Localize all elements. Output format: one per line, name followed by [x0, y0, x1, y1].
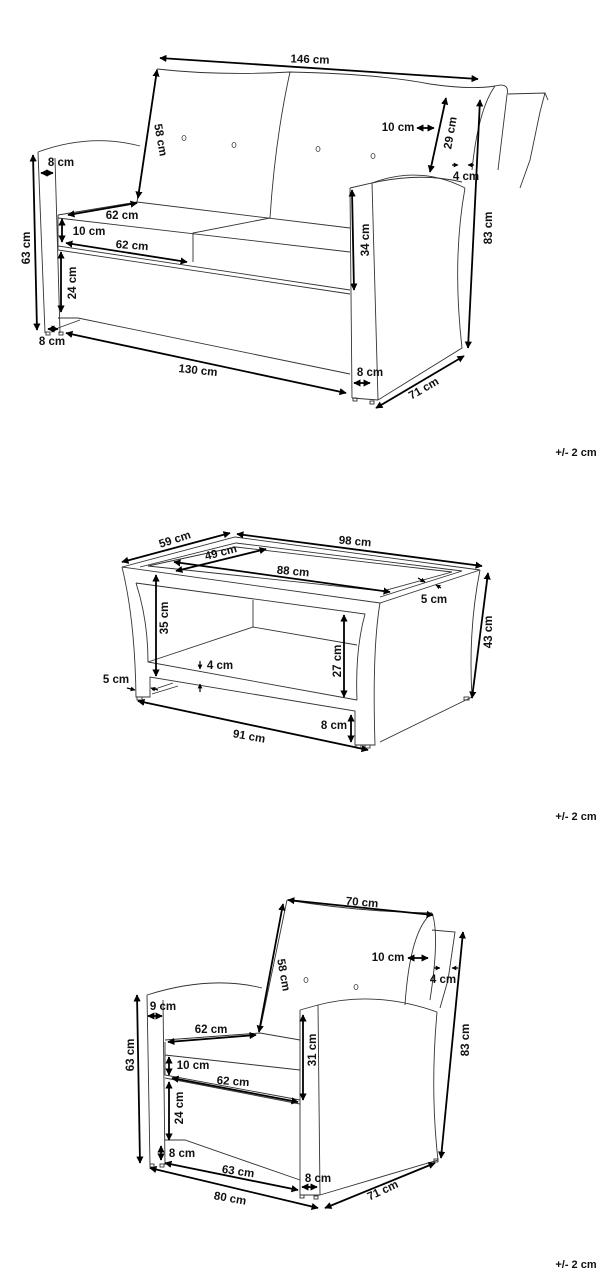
armchair-inner-width-label: 63 cm — [221, 1164, 255, 1180]
armchair-arm-height-label: 63 cm — [125, 1039, 137, 1072]
armchair-leg-width-label: 8 cm — [169, 1148, 195, 1160]
armchair-depth-label: 71 cm — [366, 1179, 401, 1204]
table-shelf-height-label: 27 cm — [332, 645, 344, 678]
armchair-dimension-labels: 70 cm 58 cm 10 cm 4 cm 9 cm 62 cm 31 cm … — [125, 896, 472, 1208]
sofa-armrest-width-label: 8 cm — [48, 157, 74, 169]
sofa-outline — [37, 68, 549, 405]
sofa-backrest-height-label: 58 cm — [151, 123, 168, 157]
sofa-total-width-label: 146 cm — [290, 53, 329, 66]
sofa-seat-cushion-width-label: 62 cm — [115, 239, 148, 253]
sofa-right-leg-width-label: 8 cm — [357, 367, 383, 379]
armchair-seat-cushion-height-label: 10 cm — [177, 1060, 210, 1072]
sofa-buttons — [181, 135, 376, 159]
table-height-label: 43 cm — [483, 616, 495, 649]
sofa-total-height-label: 83 cm — [483, 212, 495, 245]
armchair-armrest-width-label: 9 cm — [150, 1001, 176, 1013]
armchair-backrest-height-label: 58 cm — [274, 958, 291, 992]
sofa-dimension-labels: 146 cm 58 cm 10 cm 29 cm 4 cm 8 cm 63 cm… — [21, 53, 495, 402]
table-dimension-arrows — [121, 531, 491, 753]
armchair-seat-depth-label: 62 cm — [195, 1024, 228, 1036]
armchair-width-label: 80 cm — [213, 1190, 247, 1207]
table-width-label: 98 cm — [338, 535, 372, 550]
sofa-dimension-arrows — [29, 54, 484, 409]
armchair-total-height-label: 83 cm — [460, 1024, 472, 1057]
table-inner-width-label: 91 cm — [232, 728, 266, 745]
armchair-seat-frame-height-label: 24 cm — [174, 1092, 186, 1125]
table-drawing: 59 cm 98 cm 49 cm 88 cm 5 cm 35 cm 43 cm… — [103, 529, 597, 823]
sofa-seat-height-label: 34 cm — [360, 224, 372, 257]
armchair-right-leg-width-label: 8 cm — [305, 1173, 331, 1185]
table-glass-width-label: 88 cm — [276, 565, 310, 580]
sofa-drawing: 146 cm 58 cm 10 cm 29 cm 4 cm 8 cm 63 cm… — [21, 53, 597, 459]
sofa-seat-depth-label: 62 cm — [106, 210, 139, 222]
sofa-tolerance-note: +/- 2 cm — [555, 447, 596, 459]
armchair-tolerance-note: +/- 2 cm — [555, 1259, 596, 1271]
sofa-inner-width-label: 130 cm — [178, 363, 218, 379]
armchair-dimension-arrows — [133, 897, 466, 1211]
sofa-back-cushion-depth-label: 10 cm — [382, 122, 415, 134]
armchair-back-frame-width-label: 4 cm — [430, 974, 456, 986]
table-tolerance-note: +/- 2 cm — [555, 811, 596, 823]
sofa-back-frame-width-label: 4 cm — [453, 171, 479, 183]
armchair-back-cushion-depth-label: 10 cm — [372, 952, 405, 964]
table-leg-width-label: 5 cm — [103, 674, 129, 686]
table-frame-width-label: 5 cm — [421, 594, 447, 606]
table-shelf-thickness-label: 4 cm — [207, 660, 233, 672]
sofa-seat-cushion-height-label: 10 cm — [73, 226, 106, 238]
sofa-leg-width-label: 8 cm — [39, 336, 65, 348]
sofa-back-cushion-height-label: 29 cm — [442, 116, 459, 150]
sofa-seat-frame-height-label: 24 cm — [67, 267, 79, 300]
armchair-seat-cushion-width-label: 62 cm — [216, 1075, 249, 1089]
armchair-back-width-label: 70 cm — [345, 896, 379, 911]
sofa-arm-height-label: 63 cm — [21, 232, 33, 265]
table-leg-height-label: 8 cm — [321, 720, 347, 732]
armchair-drawing: 70 cm 58 cm 10 cm 4 cm 9 cm 62 cm 31 cm … — [125, 896, 597, 1271]
armchair-seat-height-label: 31 cm — [307, 1034, 319, 1067]
table-inner-height-label: 35 cm — [159, 602, 171, 635]
